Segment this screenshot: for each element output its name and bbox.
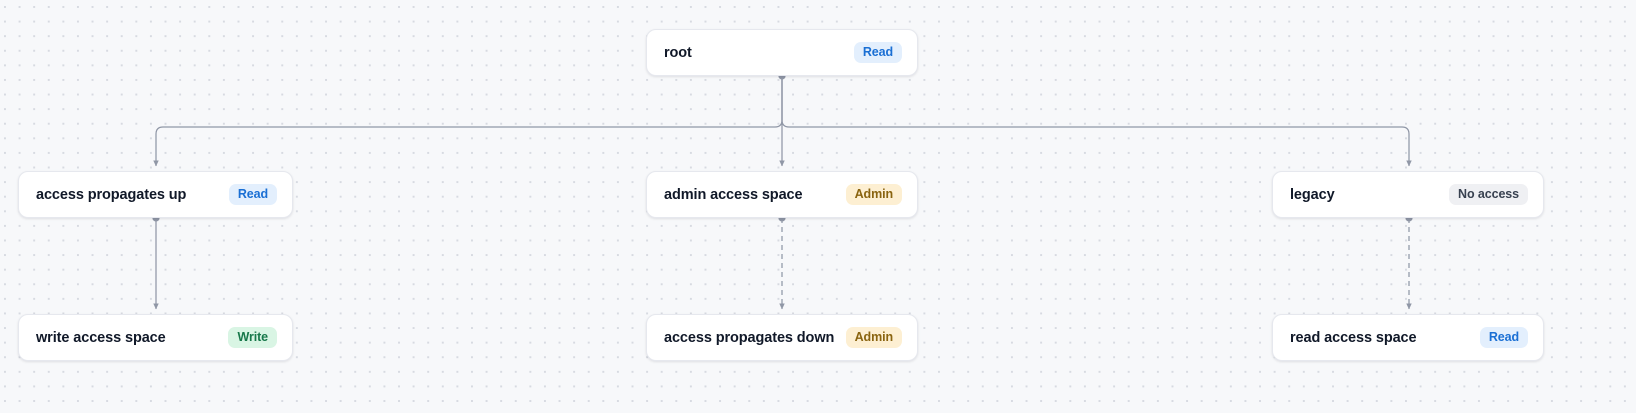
node-write-access-space[interactable]: write access space Write: [18, 314, 293, 361]
node-access-propagates-up-badge: Read: [228, 183, 277, 206]
node-access-propagates-up-label: access propagates up: [36, 186, 187, 203]
node-legacy[interactable]: legacy No access: [1272, 171, 1544, 218]
node-admin-access-space-badge: Admin: [845, 183, 902, 206]
node-read-access-space-badge: Read: [1479, 326, 1528, 349]
node-root-label: root: [664, 44, 692, 61]
node-access-propagates-up[interactable]: access propagates up Read: [18, 171, 293, 218]
node-write-access-space-badge: Write: [228, 326, 277, 349]
node-legacy-label: legacy: [1290, 186, 1335, 203]
node-access-propagates-down-label: access propagates down: [664, 329, 835, 346]
node-access-propagates-down-badge: Admin: [845, 326, 902, 349]
node-read-access-space[interactable]: read access space Read: [1272, 314, 1544, 361]
node-read-access-space-label: read access space: [1290, 329, 1417, 346]
edge-root-to-legacy: [781, 76, 1412, 167]
node-admin-access-space[interactable]: admin access space Admin: [646, 171, 918, 218]
node-root-badge: Read: [853, 41, 902, 64]
node-access-propagates-down[interactable]: access propagates down Admin: [646, 314, 918, 361]
node-legacy-badge: No access: [1449, 183, 1528, 206]
node-admin-access-space-label: admin access space: [664, 186, 803, 203]
node-root[interactable]: root Read: [646, 29, 918, 76]
edge-root-to-prop-up: [153, 76, 783, 167]
node-write-access-space-label: write access space: [36, 329, 166, 346]
